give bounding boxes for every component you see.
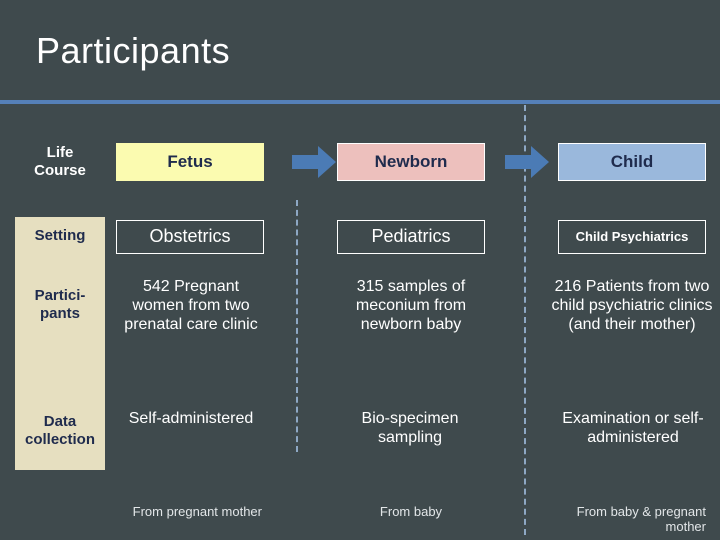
row-label-data-collection: Data collection (15, 410, 105, 452)
footnote-newborn: From baby (379, 504, 443, 519)
row-label-column-background (15, 217, 105, 470)
title-divider (0, 100, 720, 104)
page-title: Participants (36, 30, 231, 71)
row-label-life-course: Life Course (15, 140, 105, 184)
row-label-data-collection-line1: Data (43, 413, 77, 431)
stage-box-fetus[interactable]: Fetus (116, 143, 264, 181)
arrow-fetus-to-newborn-icon (292, 145, 336, 179)
participants-fetus: 542 Pregnant women from two prenatal car… (124, 278, 258, 333)
participants-child: 216 Patients from two child psychiatric … (551, 278, 713, 333)
stage-box-child[interactable]: Child (558, 143, 706, 181)
row-label-participants-line2: pants (39, 305, 80, 322)
setting-box-obstetrics[interactable]: Obstetrics (116, 220, 264, 254)
footnote-fetus: From pregnant mother (132, 504, 262, 519)
stage-box-newborn[interactable]: Newborn (337, 143, 485, 181)
column-separator-left (296, 200, 298, 452)
footnote-child: From baby & pregnant mother (576, 504, 706, 535)
row-label-life-course-line1: Life (46, 144, 74, 162)
row-label-participants-line1: Partici- (34, 287, 86, 305)
setting-box-pediatrics[interactable]: Pediatrics (337, 220, 485, 254)
arrow-newborn-to-child-icon (505, 145, 549, 179)
row-label-life-course-line2: Course (34, 162, 86, 179)
column-separator-right (524, 105, 526, 535)
data-collection-newborn: Bio-specimen sampling (361, 410, 459, 446)
participants-newborn: 315 samples of meconium from newborn bab… (355, 278, 467, 333)
data-collection-fetus: Self-administered (128, 410, 254, 427)
row-label-data-collection-line2: collection (24, 431, 95, 448)
data-collection-child: Examination or self-administered (562, 410, 704, 446)
row-label-setting: Setting (34, 227, 86, 245)
setting-box-child-psychiatrics[interactable]: Child Psychiatrics (558, 220, 706, 254)
row-label-participants: Partici- pants (15, 285, 105, 325)
